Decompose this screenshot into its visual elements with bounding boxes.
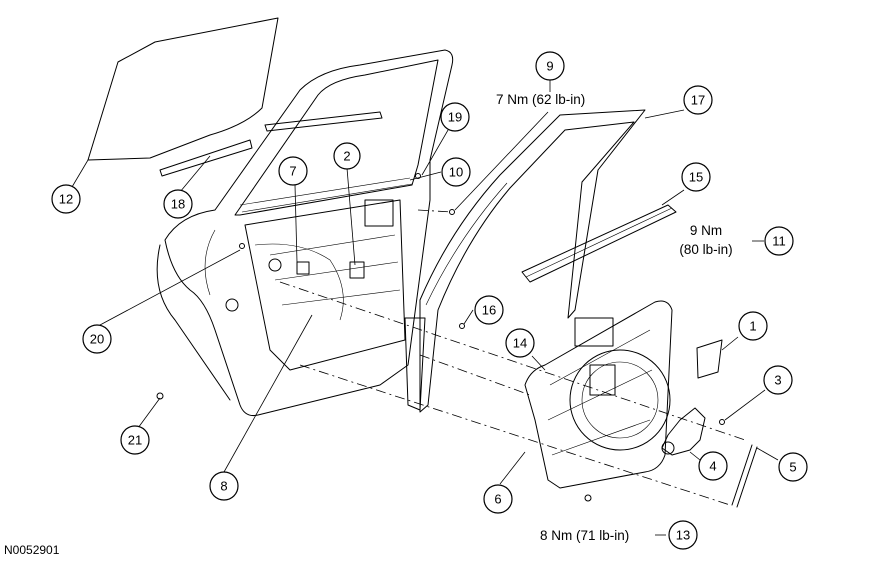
callout-17: 17 — [683, 85, 713, 115]
callout-7: 7 — [278, 156, 308, 186]
callout-11: 11 — [764, 226, 794, 256]
trim-pad-art — [696, 339, 723, 379]
svg-text:3: 3 — [774, 373, 781, 388]
svg-text:7: 7 — [289, 164, 296, 179]
callout-5: 5 — [778, 452, 808, 482]
regulator-panel-art — [524, 300, 673, 489]
torque-spec-item-11-line2: (80 lb-in) — [679, 242, 732, 257]
svg-text:4: 4 — [709, 459, 716, 474]
callout-10: 10 — [441, 157, 471, 187]
svg-text:18: 18 — [171, 197, 185, 212]
callout-12: 12 — [51, 184, 81, 214]
callout-13: 13 — [668, 520, 698, 550]
window-channel-art — [264, 111, 383, 132]
callout-2: 2 — [333, 142, 361, 170]
callout-20: 20 — [82, 324, 112, 354]
support-rod-art — [731, 444, 758, 508]
callout-4: 4 — [698, 451, 728, 481]
svg-text:5: 5 — [789, 460, 796, 475]
alignment-lines — [279, 209, 746, 506]
svg-text:15: 15 — [689, 170, 703, 185]
svg-text:13: 13 — [676, 528, 690, 543]
torque-spec-item-11-line1: 9 Nm — [690, 223, 722, 238]
svg-text:21: 21 — [128, 433, 142, 448]
door-shell-art — [156, 49, 454, 416]
svg-text:9: 9 — [546, 59, 553, 74]
leader-lines — [71, 80, 779, 536]
callout-18: 18 — [163, 189, 193, 219]
callout-6: 6 — [483, 484, 513, 514]
door-glass-art — [87, 17, 279, 177]
svg-text:8: 8 — [220, 479, 227, 494]
svg-text:10: 10 — [449, 165, 463, 180]
svg-text:11: 11 — [772, 234, 786, 249]
callout-3: 3 — [763, 365, 793, 395]
svg-text:6: 6 — [494, 492, 501, 507]
glass-run-art — [404, 109, 646, 413]
callout-14: 14 — [505, 328, 535, 358]
svg-text:14: 14 — [513, 336, 527, 351]
torque-spec-item-13: 8 Nm (71 lb-in) — [540, 528, 629, 543]
svg-text:19: 19 — [448, 110, 462, 125]
callout-21: 21 — [120, 425, 150, 455]
fasteners-art — [156, 173, 725, 502]
svg-text:2: 2 — [343, 149, 350, 164]
callout-9: 9 — [535, 51, 565, 81]
svg-text:1: 1 — [749, 319, 756, 334]
window-motor-art — [661, 407, 706, 456]
svg-text:17: 17 — [691, 93, 705, 108]
callout-15: 15 — [681, 162, 711, 192]
svg-text:20: 20 — [90, 332, 104, 347]
callout-8: 8 — [209, 471, 239, 501]
svg-text:16: 16 — [482, 303, 496, 318]
figure-id: N0052901 — [4, 543, 60, 557]
callout-16: 16 — [474, 295, 504, 325]
torque-spec-item-9: 7 Nm (62 lb-in) — [496, 92, 585, 107]
callout-19: 19 — [440, 102, 470, 132]
weatherstrip-art — [521, 204, 677, 283]
callout-1: 1 — [738, 311, 768, 341]
svg-text:12: 12 — [59, 192, 73, 207]
